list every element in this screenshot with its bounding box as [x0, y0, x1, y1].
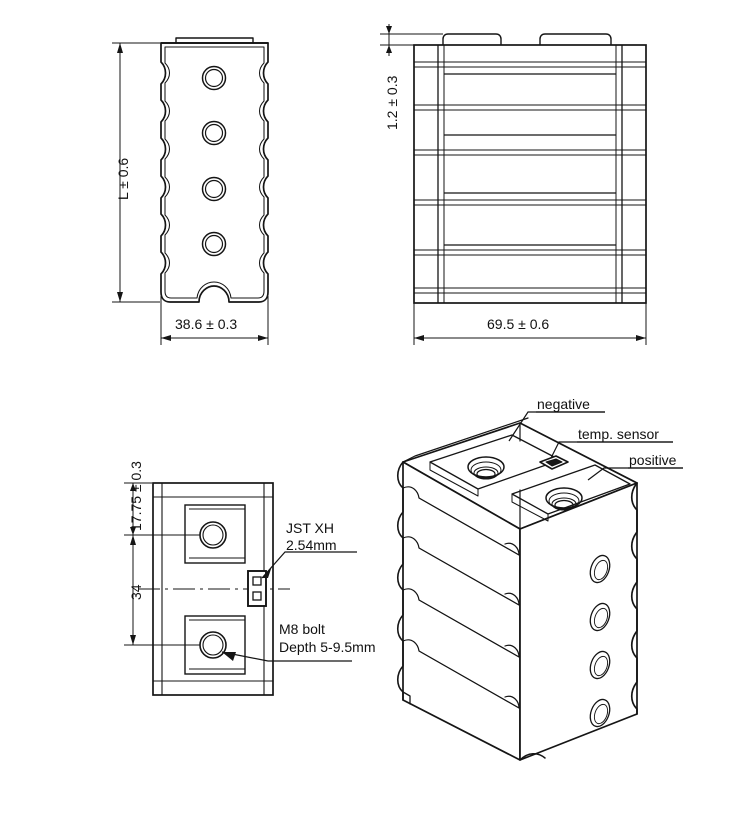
- iso-terminal-plateau-negative-rim: [429, 461, 479, 497]
- front-view-hole-inner: [204, 179, 224, 199]
- side-view-lip-dim-label: 1.2 ± 0.3: [384, 75, 400, 130]
- side-view-top-tab-right: [539, 33, 612, 45]
- dim-arrow-top: [130, 483, 136, 491]
- iso-callout-positive: positive: [629, 452, 677, 468]
- connector-pin: [252, 576, 262, 586]
- top-view-terminal-offset-label: 17.75 ± 0.3: [128, 461, 144, 531]
- iso-bottom-notch: [519, 753, 546, 761]
- dim-arrow-34-top: [130, 535, 136, 545]
- iso-side-hole-inner: [593, 655, 609, 677]
- m8-bolt-callout-line2: Depth 5-9.5mm: [279, 639, 376, 655]
- iso-side-hole-inner: [593, 607, 609, 629]
- side-view-cell-dividers: [414, 61, 646, 294]
- front-view-hole: [201, 176, 227, 202]
- top-view: [138, 482, 290, 696]
- front-view-hole-inner: [204, 68, 224, 88]
- front-view-hole-inner: [204, 234, 224, 254]
- dim-arrow-right: [258, 335, 268, 341]
- iso-side-hole: [589, 602, 611, 632]
- iso-side-hole: [589, 650, 611, 680]
- iso-side-hole-inner: [593, 703, 609, 725]
- front-view-hole: [201, 65, 227, 91]
- front-view-inner-wall: [164, 46, 265, 299]
- top-view-callout-leaders: [221, 551, 357, 662]
- iso-side-hole: [589, 554, 611, 584]
- front-view-height-dimension: [112, 42, 160, 303]
- terminal-bolt-hole-inner: [202, 524, 224, 546]
- iso-rib-edge: [418, 650, 520, 709]
- terminal-hole-bore: [554, 499, 574, 511]
- dim-arrow-right: [636, 335, 646, 341]
- jst-leader-arrow: [262, 566, 272, 578]
- iso-top-rear-lip: [402, 417, 529, 463]
- front-view-hole: [201, 120, 227, 146]
- m8-leader-line: [221, 651, 352, 662]
- m8-leader-arrow: [222, 652, 236, 661]
- iso-callout-negative: negative: [537, 396, 590, 412]
- side-view-width-dim-label: 69.5 ± 0.6: [487, 316, 550, 332]
- front-view-hole: [201, 231, 227, 257]
- iso-right-edge-scallop: [630, 482, 638, 715]
- dim-arrow-bottom: [117, 292, 123, 302]
- dim-arrow-left: [414, 335, 424, 341]
- iso-side-hole-inner: [593, 559, 609, 581]
- side-view-outline: [413, 44, 647, 304]
- iso-terminal-plateau-positive-rim: [511, 493, 549, 522]
- front-view-width-dimension: [160, 296, 269, 345]
- side-view-top-tab-left: [442, 33, 502, 45]
- side-view: [413, 33, 647, 304]
- terminal-hole: [545, 487, 583, 509]
- top-view-dimensions: [124, 482, 200, 646]
- terminal-pad: [184, 504, 246, 564]
- jst-connector-callout-line1: JST XH: [286, 520, 334, 536]
- front-view-outline: [160, 42, 269, 303]
- terminal-bolt-hole-inner: [202, 634, 224, 656]
- front-view-hole-group: [201, 65, 227, 257]
- m8-bolt-callout-line1: M8 bolt: [279, 621, 325, 637]
- top-view-terminal-spacing-label: 34: [128, 584, 144, 600]
- side-view-lip-dimension: [380, 24, 443, 56]
- iso-rib-edge: [418, 497, 520, 556]
- iso-temp-sensor-connector: [539, 455, 569, 470]
- jst-connector-callout-line2: 2.54mm: [286, 537, 337, 553]
- iso-left-face-ribs: [402, 486, 520, 709]
- top-view-jst-connector: [247, 570, 267, 607]
- front-view: [160, 37, 269, 303]
- dim-arrow-up: [386, 45, 392, 53]
- dim-arrow-top: [117, 43, 123, 53]
- front-view-width-dim-label: 38.6 ± 0.3: [175, 316, 238, 332]
- temp-sensor-pins: [545, 458, 563, 467]
- iso-left-edge-scallop: [396, 461, 404, 701]
- iso-rib-edge: [418, 599, 520, 658]
- dim-arrow-bottom: [130, 527, 136, 535]
- terminal-hole-bore: [476, 468, 496, 480]
- iso-terminal-hole-positive: [545, 487, 583, 511]
- iso-right-face-holes: [589, 554, 611, 728]
- dim-arrow-down: [386, 26, 392, 34]
- iso-terminal-hole-negative: [467, 456, 505, 480]
- side-view-width-dimension: [413, 300, 647, 345]
- dim-arrow-34-bottom: [130, 635, 136, 645]
- iso-callout-underlines: [536, 411, 683, 469]
- iso-right-face: [519, 482, 638, 761]
- top-view-terminal-negative: [184, 504, 246, 564]
- dim-arrow-left: [161, 335, 171, 341]
- iso-callout-temp-sensor: temp. sensor: [578, 426, 659, 442]
- connector-pin: [252, 591, 262, 601]
- terminal-hole: [467, 456, 505, 478]
- isometric-view: [396, 417, 638, 761]
- iso-side-hole: [589, 698, 611, 728]
- iso-bottom-foot: [402, 691, 411, 705]
- front-view-hole-inner: [204, 123, 224, 143]
- iso-rib-edge: [418, 547, 520, 606]
- front-view-height-dim-label: L ± 0.6: [115, 157, 131, 200]
